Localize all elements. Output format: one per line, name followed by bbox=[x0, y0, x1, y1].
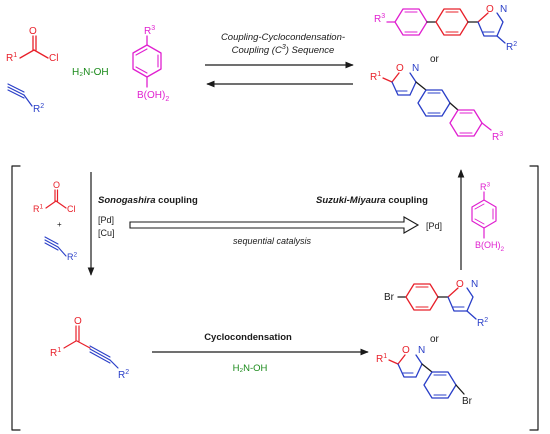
alkyne-top: R2 bbox=[7, 83, 44, 115]
int2-n-label: N bbox=[418, 345, 425, 356]
alkyne-bottom: R2 bbox=[44, 236, 78, 263]
prod2-o-label: O bbox=[396, 63, 404, 74]
int1-r2-label: R2 bbox=[477, 317, 488, 329]
boronic2-r3-label: R3 bbox=[480, 182, 491, 193]
top-arrows: Coupling-Cyclocondensation- Coupling (C3… bbox=[205, 32, 354, 88]
acid-r1-label: R1 bbox=[6, 52, 17, 64]
intermediate-2: R1 O N Br bbox=[376, 345, 473, 407]
or-top: or bbox=[430, 54, 440, 65]
prod1-r2-label: R2 bbox=[506, 41, 517, 53]
prod2-n-label: N bbox=[412, 63, 419, 74]
int2-r1-label: R1 bbox=[376, 353, 387, 365]
bracket-left bbox=[11, 165, 21, 431]
boronic-acid-bottom: R3 B(OH)2 bbox=[471, 182, 505, 253]
acid-chloride-bottom: O Cl R1 bbox=[33, 180, 76, 214]
sequential-catalysis-arrow bbox=[129, 216, 420, 234]
acid2-cl-label: Cl bbox=[67, 204, 76, 214]
int1-n-label: N bbox=[471, 279, 478, 290]
alkyne-r2-label: R2 bbox=[33, 103, 44, 115]
acid2-r1-label: R1 bbox=[33, 204, 44, 215]
suzuki-label: Suzuki-Miyaura coupling bbox=[316, 195, 428, 206]
or-bottom: or bbox=[430, 334, 440, 345]
boronic2-b-label: B(OH)2 bbox=[475, 240, 505, 253]
sequential-catalysis-label: sequential catalysis bbox=[233, 236, 312, 246]
prod2-r3-label: R3 bbox=[492, 131, 503, 143]
suzuki-pd-label: [Pd] bbox=[426, 221, 442, 231]
ynone-o-label: O bbox=[74, 316, 82, 327]
prod1-o-label: O bbox=[486, 4, 494, 15]
prod2-r1-label: R1 bbox=[370, 71, 381, 83]
ynone: O R1 bbox=[50, 316, 91, 359]
acid-chloride-top: O Cl R1 bbox=[6, 26, 58, 64]
pd-label: [Pd] bbox=[98, 215, 114, 225]
int2-o-label: O bbox=[402, 345, 410, 356]
int1-o-label: O bbox=[456, 279, 464, 290]
acid-o-label: O bbox=[29, 26, 37, 37]
bracket-right bbox=[529, 165, 539, 431]
product-1: R3 O N R2 bbox=[374, 4, 517, 53]
plus-sign: + bbox=[57, 220, 62, 229]
alkyne2-r2-label: R2 bbox=[67, 252, 78, 263]
c3-label-line1: Coupling-Cyclocondensation- bbox=[221, 32, 345, 43]
int1-br-label: Br bbox=[384, 292, 395, 303]
h2noh-bottom: H₂N-OH bbox=[233, 363, 268, 374]
hydroxylamine-top: H₂N-OH bbox=[72, 67, 109, 78]
cu-label: [Cu] bbox=[98, 228, 115, 238]
boronic-b-label: B(OH)2 bbox=[137, 90, 169, 103]
boronic-r3-label: R3 bbox=[144, 25, 155, 37]
ynone-alkyne: R2 bbox=[89, 345, 129, 381]
cyclocondensation-label: Cyclocondensation bbox=[204, 332, 292, 343]
acid2-o-label: O bbox=[53, 180, 60, 190]
ynone-r2-label: R2 bbox=[118, 369, 129, 381]
product-2: R1 O N R3 bbox=[370, 63, 503, 143]
acid-cl-label: Cl bbox=[49, 53, 58, 64]
boronic-acid-top: R3 B(OH)2 bbox=[132, 25, 169, 103]
c3-label-line2: Coupling (C3) Sequence bbox=[232, 44, 335, 56]
prod1-r3-label: R3 bbox=[374, 13, 385, 25]
int2-br-label: Br bbox=[462, 396, 473, 407]
intermediate-1: Br O N R2 bbox=[384, 279, 488, 329]
ynone-r1-label: R1 bbox=[50, 347, 61, 359]
prod1-n-label: N bbox=[500, 4, 507, 15]
sonogashira-label: Sonogashira coupling bbox=[98, 195, 198, 206]
